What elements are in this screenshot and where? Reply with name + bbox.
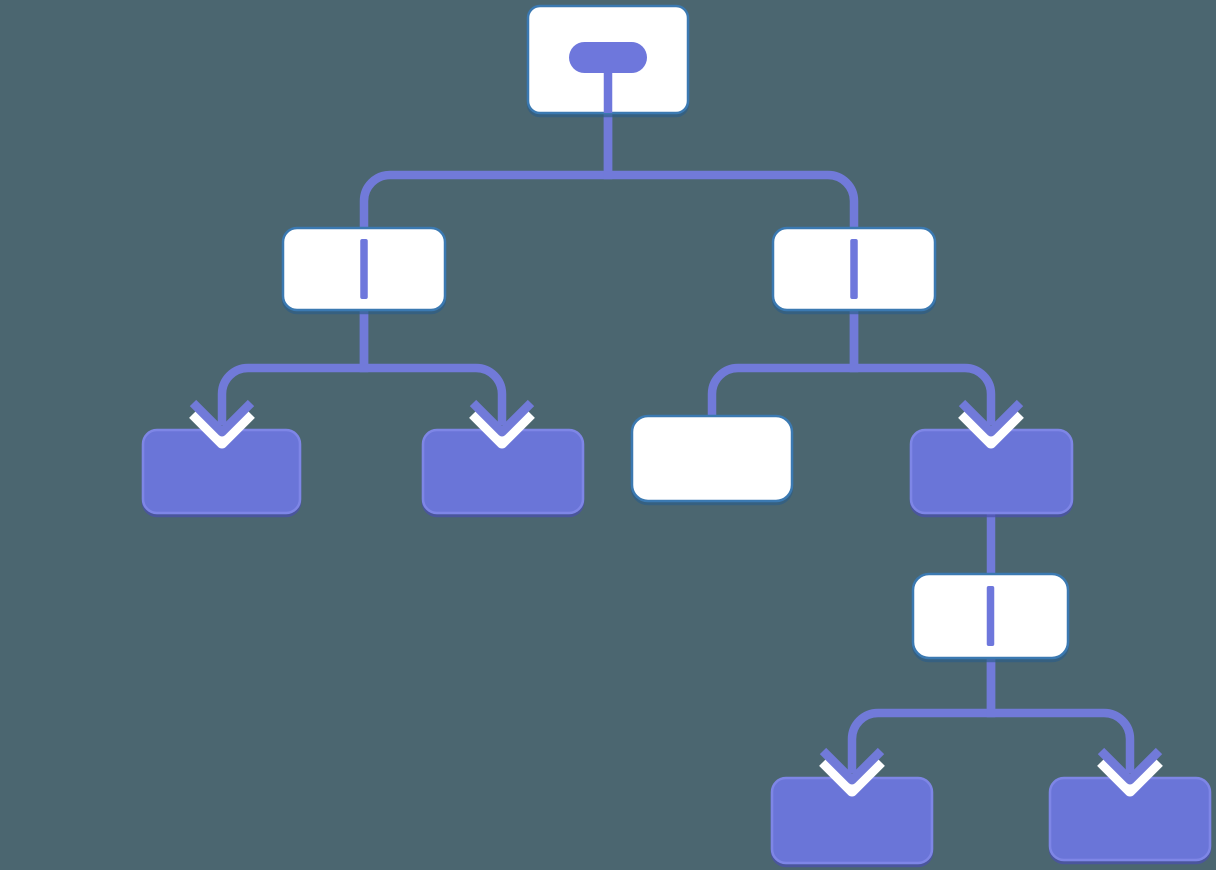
- pill-connector-icon: [569, 42, 647, 113]
- edge-branch-right-to-child-plain: [707, 310, 859, 416]
- divider-line-icon: [360, 239, 368, 299]
- edge-branch-left-to-leaf-left-2: [359, 310, 507, 425]
- node-child-plain-body[interactable]: [630, 414, 794, 503]
- double-chevron-down-icon: [1097, 747, 1163, 797]
- node-branch-left[interactable]: [281, 226, 447, 312]
- double-chevron-down-icon: [469, 399, 535, 449]
- edge-root-to-branch-right: [603, 113, 859, 228]
- divider-line-icon: [986, 586, 995, 646]
- divider-line-icon: [850, 239, 858, 299]
- edge-branch-bottom-to-leaf-bottom-1: [847, 658, 996, 773]
- double-chevron-down-icon: [958, 399, 1024, 449]
- edge-branch-left-to-leaf-left-1: [217, 310, 369, 425]
- node-branch-bottom[interactable]: [911, 572, 1070, 660]
- double-chevron-down-icon: [189, 399, 255, 449]
- node-branch-right[interactable]: [771, 226, 937, 312]
- edge-root-to-branch-left: [359, 113, 613, 228]
- double-chevron-down-icon: [819, 747, 885, 797]
- arrows-layer: [189, 399, 1163, 797]
- node-root[interactable]: [526, 4, 690, 115]
- node-child-plain[interactable]: [630, 414, 794, 503]
- edge-branch-bottom-to-leaf-bottom-2: [986, 658, 1135, 773]
- nodes-layer: [141, 4, 1212, 865]
- edges-layer: [217, 113, 1135, 773]
- edge-branch-right-to-branch-mid: [849, 310, 996, 425]
